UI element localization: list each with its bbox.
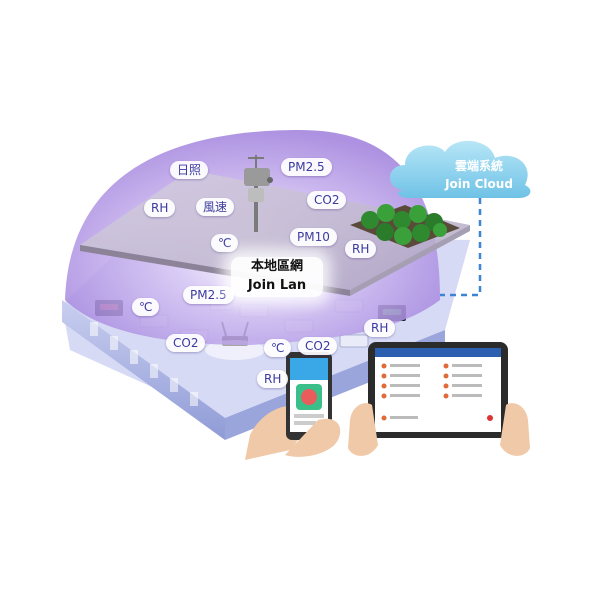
tag-celsius-left: ℃ <box>132 298 160 316</box>
tag-co2-top: CO2 <box>307 191 347 209</box>
join-cloud-label: 雲端系統 Join Cloud <box>430 157 528 193</box>
tag-rh-floor-right: RH <box>364 319 396 337</box>
tag-rh-left: RH <box>144 199 176 217</box>
join-lan-en: Join Lan <box>247 278 307 293</box>
tag-rh-floor: RH <box>257 370 289 388</box>
tablet <box>348 342 530 456</box>
tag-rh-right: RH <box>345 240 377 258</box>
tag-celsius-floor: ℃ <box>264 339 292 357</box>
cloud-icon <box>390 140 531 198</box>
join-lan-zh: 本地區網 <box>250 259 303 274</box>
weather-station-icon <box>244 155 273 232</box>
tag-pm25-floor: PM2.5 <box>183 286 234 304</box>
tag-sunshine: 日照 <box>170 161 209 179</box>
tag-celsius-mid: ℃ <box>211 234 239 252</box>
join-lan-label: 本地區網 Join Lan <box>231 257 323 297</box>
cloud-link <box>440 198 482 297</box>
tag-co2-right: CO2 <box>298 337 338 355</box>
tag-wind-speed: 風速 <box>196 198 235 216</box>
join-cloud-zh: 雲端系統 <box>454 159 503 173</box>
tag-pm10: PM10 <box>290 228 337 246</box>
tag-pm25-top: PM2.5 <box>281 158 332 176</box>
join-cloud-en: Join Cloud <box>445 177 513 191</box>
smartphone <box>245 352 341 460</box>
tag-co2-floor: CO2 <box>166 334 206 352</box>
rooftop-garden <box>350 204 460 248</box>
